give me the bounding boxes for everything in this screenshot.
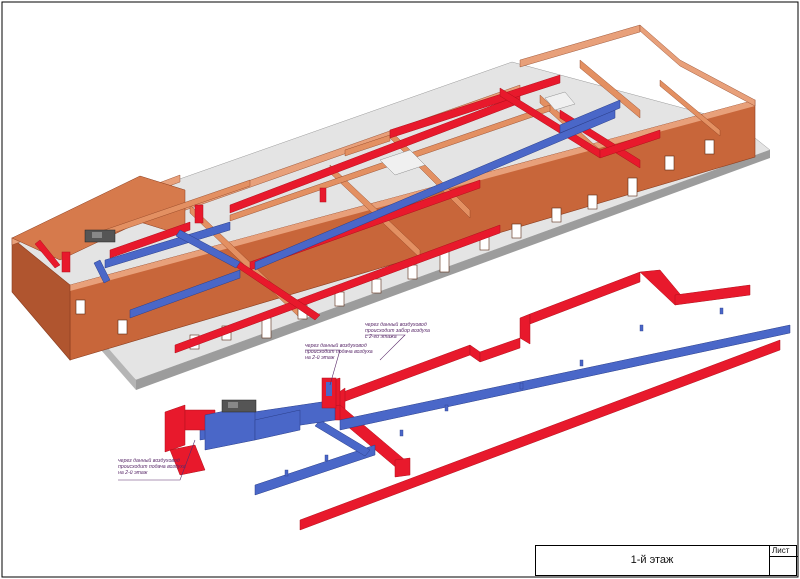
annotation-exhaust: через данный воздуховод происходит забор… <box>365 322 430 340</box>
building-exhaust-ducts <box>93 99 621 319</box>
left-end-wall <box>11 237 71 361</box>
leader-lines <box>118 334 406 481</box>
right-end-wall <box>639 24 756 107</box>
title-block: 1-й этаж Лист <box>535 545 798 576</box>
back-wall-3 <box>519 24 641 68</box>
sheet-name: 1-й этаж <box>630 554 674 566</box>
supply-duct-lower <box>299 339 781 531</box>
building-ahu <box>84 229 116 243</box>
riser-supply-box <box>321 377 337 409</box>
duct-risers <box>284 307 724 477</box>
building-supply-ducts <box>34 74 661 354</box>
air-handling-unit <box>204 399 301 451</box>
stairs <box>379 91 576 176</box>
sheet-label: Лист <box>772 546 790 555</box>
annotation-supply-middle: через данный воздуховод происходит подач… <box>305 343 373 361</box>
sheet-number-divider <box>770 556 798 557</box>
building-slab-front <box>136 150 770 390</box>
front-windows <box>75 139 715 350</box>
sheet-number-cell: Лист <box>769 546 798 575</box>
annotation-supply-left: через данный воздуховод происходит подач… <box>118 458 186 476</box>
